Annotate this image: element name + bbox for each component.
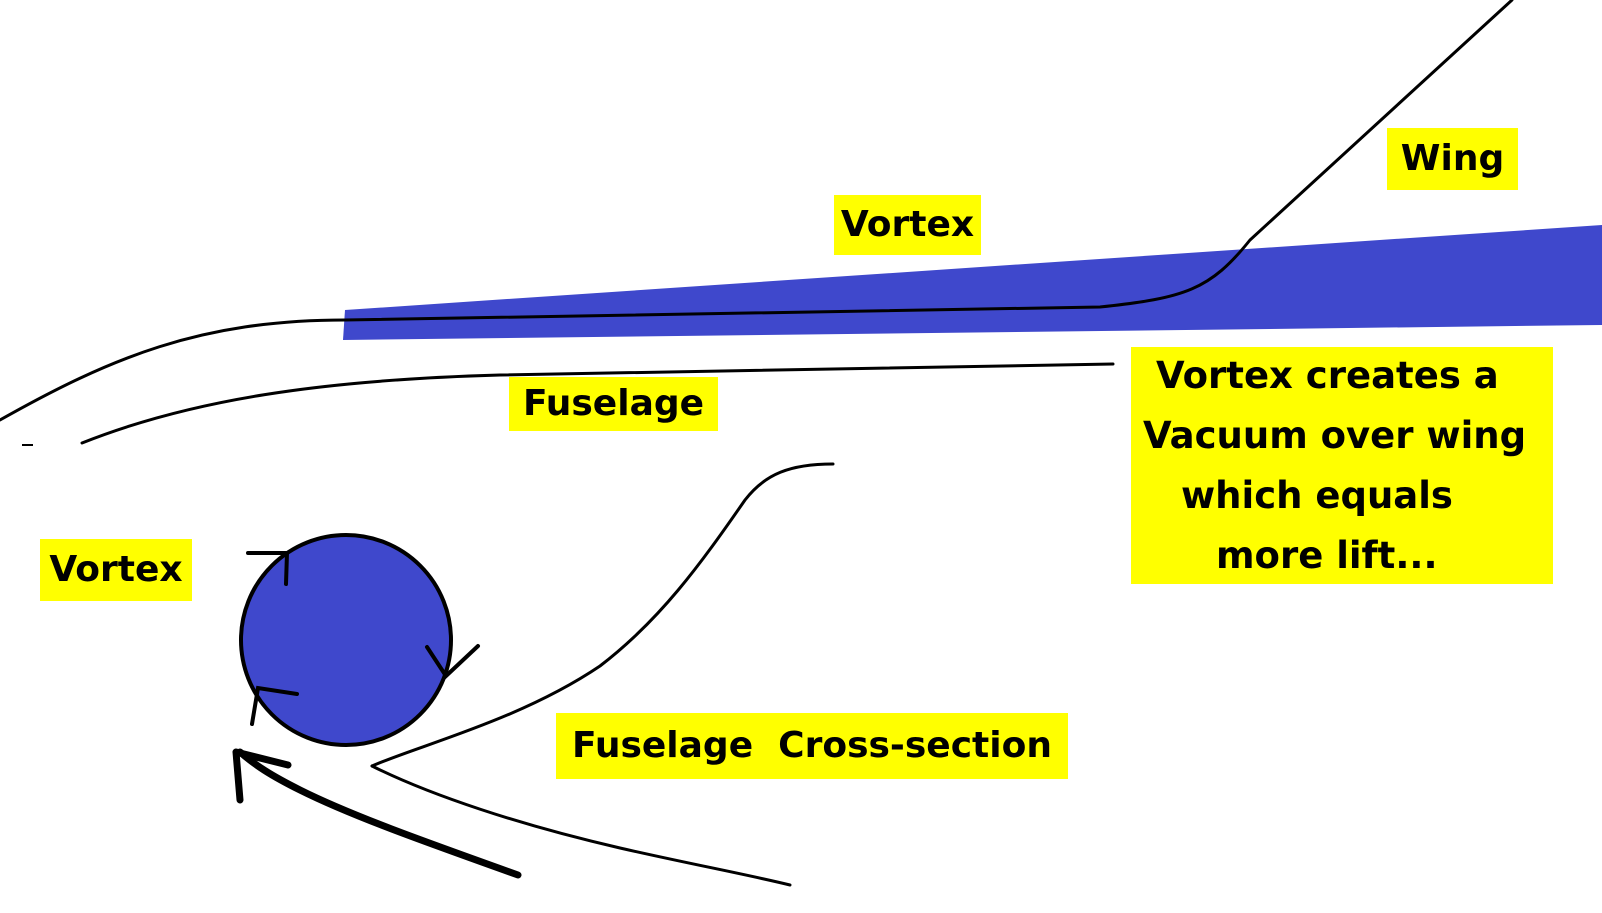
fuselage-cross-section-label: Fuselage Cross-section (556, 713, 1068, 779)
fuselage-label: Fuselage (509, 377, 718, 431)
vortex-label-top: Vortex (834, 195, 981, 255)
wing-label: Wing (1387, 128, 1518, 190)
rotation-arrow-right (425, 644, 480, 680)
note-line: which equals (1181, 473, 1453, 517)
note-line: Vacuum over wing (1143, 413, 1527, 457)
vortex-label-left-text: Vortex (49, 549, 183, 590)
fuselage-lower-line (80, 362, 1115, 445)
lift-explanation-note: Vortex creates a Vacuum over wing which … (1131, 347, 1553, 584)
fuselage-outline-lower (370, 764, 792, 887)
vortex-label-top-text: Vortex (840, 204, 975, 245)
vortex-circle (239, 533, 453, 747)
fuselage-label-text: Fuselage (522, 383, 705, 424)
fuselage-outline-upper (370, 462, 835, 768)
vortex-wedge (343, 225, 1602, 340)
vortex-label-left: Vortex (40, 539, 192, 601)
airflow-arrow-shaft (236, 748, 522, 879)
note-line: more lift... (1216, 533, 1438, 577)
fuselage-cross-section-label-text: Fuselage Cross-section (572, 725, 1052, 766)
wing-leading-edge-line (0, 0, 1514, 422)
rotation-arrow-top (246, 551, 290, 586)
note-line: Vortex creates a (1156, 353, 1499, 397)
wing-label-text: Wing (1400, 138, 1505, 179)
airflow-arrow-head (232, 748, 292, 804)
rotation-arrow-left (250, 685, 299, 726)
